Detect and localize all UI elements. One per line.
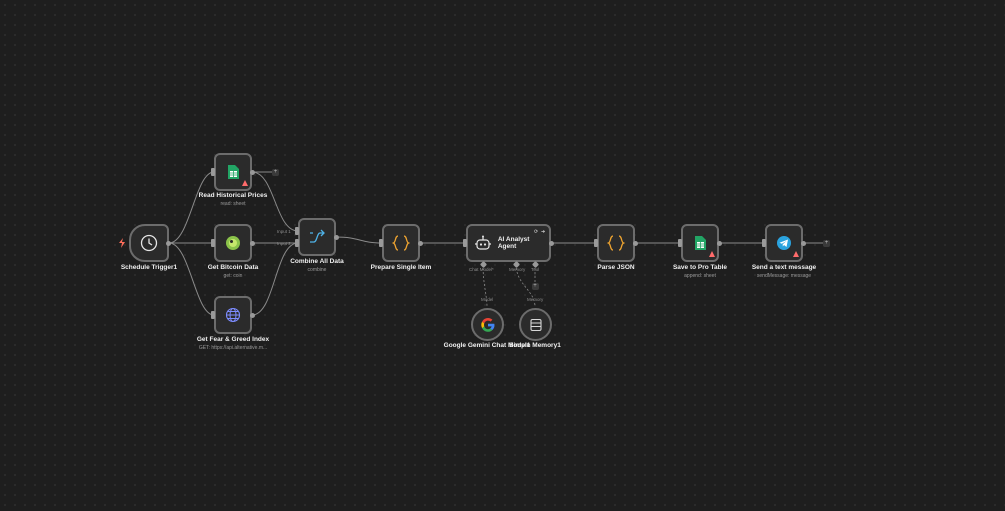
globe-icon [225, 307, 241, 323]
node-label: Get Bitcoin Data [207, 264, 259, 271]
google-sheets-icon [228, 165, 239, 179]
output-port[interactable] [417, 240, 423, 246]
coingecko-icon [226, 236, 240, 250]
output-port[interactable] [333, 234, 339, 240]
merge-icon [310, 229, 325, 243]
warning-icon [793, 251, 799, 257]
chat-model-label: Chat Model* [469, 267, 494, 272]
output-port[interactable] [249, 240, 255, 246]
output-port[interactable] [632, 240, 638, 246]
model-port-label: Model [481, 297, 494, 302]
input-port-1[interactable] [295, 227, 299, 235]
node-get-bitcoin-data[interactable] [214, 224, 252, 262]
node-label: Parse JSON [597, 264, 635, 271]
node-label: Google Gemini Chat Model1 [443, 342, 531, 349]
node-subtitle: read: sheet [220, 201, 246, 207]
node-ai-analyst-agent[interactable]: AI Analyst Agent [466, 224, 551, 262]
wire-agent-memory [515, 263, 536, 308]
wire-read-combine [251, 171, 299, 232]
node-label: Simple Memory1 [509, 342, 561, 349]
warning-icon [709, 251, 715, 257]
output-port[interactable] [166, 240, 171, 246]
output-port[interactable] [800, 240, 806, 246]
add-tool-button[interactable]: + [531, 283, 539, 290]
add-node-button[interactable]: + [272, 168, 279, 176]
warning-icon [242, 180, 248, 186]
node-subtitle: GET: https://api.alternative.m... [198, 345, 268, 351]
memory-port-label: Memory [509, 267, 526, 272]
input-port[interactable] [463, 239, 467, 247]
node-subtitle: sendMessage: message [756, 273, 812, 279]
node-subtitle: combine [307, 267, 327, 273]
node-get-fear-greed-index[interactable] [214, 296, 252, 334]
memory-sub-port-label: Memory [527, 297, 544, 302]
node-subtitle: append: sheet [684, 273, 716, 279]
google-sheets-icon [695, 236, 706, 250]
input-port[interactable] [678, 239, 682, 247]
node-simple-memory[interactable] [519, 308, 552, 341]
tool-port-label: Tool [531, 267, 540, 272]
node-read-historical-prices[interactable] [214, 153, 252, 191]
node-label: Save to Pro Table [672, 264, 728, 271]
input-port[interactable] [211, 311, 215, 319]
input-port[interactable] [762, 239, 766, 247]
google-icon [480, 317, 494, 332]
output-port[interactable] [249, 312, 255, 318]
node-label: Prepare Single Item [370, 264, 432, 271]
node-label: Read Historical Prices [198, 192, 268, 199]
input-port[interactable] [594, 239, 598, 247]
arrow-icon[interactable]: ➜ [541, 229, 546, 235]
node-schedule-trigger[interactable] [129, 224, 169, 262]
wire-trigger-read [168, 171, 215, 244]
node-label: Send a text message [751, 264, 817, 271]
input-port-2[interactable] [295, 239, 299, 247]
output-port[interactable] [716, 240, 722, 246]
code-braces-icon [392, 235, 410, 251]
node-label: AI Analyst Agent [497, 236, 530, 250]
input-port[interactable] [211, 168, 215, 176]
input-2-label: Input 2 [277, 241, 291, 246]
node-label: Get Fear & Greed Index [196, 336, 270, 343]
database-icon [529, 318, 542, 331]
node-subtitle: get: coin [223, 273, 243, 279]
wire-fear-combine [251, 242, 299, 316]
trigger-bolt-icon [119, 238, 125, 248]
robot-icon [475, 235, 491, 250]
refresh-icon[interactable]: ⟳ [534, 229, 539, 235]
code-braces-icon [607, 235, 625, 251]
output-port[interactable] [548, 240, 554, 246]
wire-agent-gemini [482, 263, 488, 308]
input-1-label: Input 1 [277, 229, 291, 234]
input-port[interactable] [211, 239, 215, 247]
node-parse-json[interactable] [597, 224, 635, 262]
node-prepare-single-item[interactable] [382, 224, 420, 262]
add-node-button[interactable]: + [823, 239, 830, 247]
output-port[interactable] [249, 169, 255, 175]
wire-trigger-fear [168, 242, 215, 316]
node-label: Schedule Trigger1 [120, 264, 178, 271]
clock-icon [140, 234, 158, 252]
node-google-gemini-chat-model[interactable] [471, 308, 504, 341]
node-combine-all-data[interactable] [298, 218, 336, 256]
input-port[interactable] [379, 239, 383, 247]
node-label: Combine All Data [290, 258, 344, 265]
telegram-icon [777, 236, 791, 250]
wire-combine-prepare [335, 236, 383, 244]
